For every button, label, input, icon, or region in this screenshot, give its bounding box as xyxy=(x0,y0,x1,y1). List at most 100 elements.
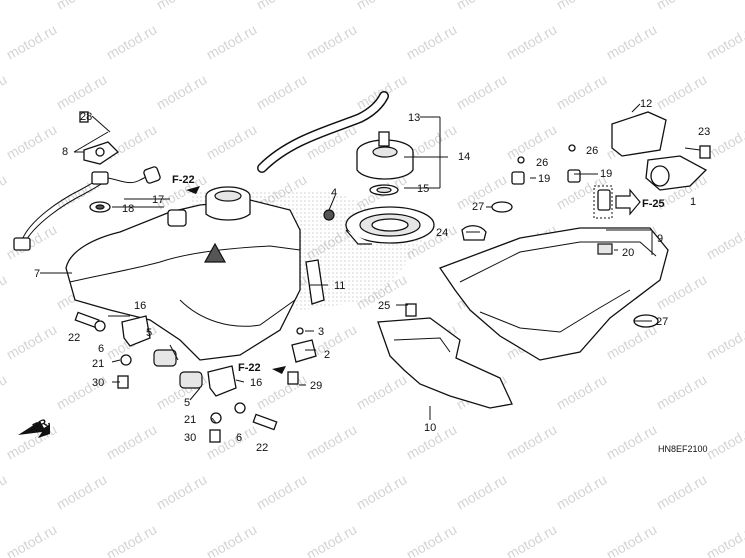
leader-lines xyxy=(40,103,701,424)
arrow-icon xyxy=(186,186,200,194)
callout-11: 11 xyxy=(334,280,345,292)
right-brackets xyxy=(597,111,711,211)
callout-5: 5 xyxy=(184,397,190,409)
callout-30: 30 xyxy=(92,377,104,389)
reference-box xyxy=(593,185,613,219)
watermark-text: motod.ru xyxy=(54,71,110,112)
callout-8: 8 xyxy=(62,146,68,158)
fuel-tank xyxy=(65,186,301,361)
direction-indicator: FR. xyxy=(18,416,52,438)
callout-24: 24 xyxy=(436,227,448,239)
callout-16: 16 xyxy=(134,300,146,312)
callout-28: 28 xyxy=(80,111,92,123)
watermark-text: motod.ru xyxy=(154,71,210,112)
watermark-text: motod.ru xyxy=(504,21,560,62)
watermark-text: motod.ru xyxy=(254,71,310,112)
watermark-text: motod.ru xyxy=(354,0,410,13)
callout-3: 3 xyxy=(318,326,324,338)
watermark-text: motod.ru xyxy=(554,371,610,412)
watermark-text: motod.ru xyxy=(404,21,460,62)
watermark-text: motod.ru xyxy=(454,471,510,512)
sender-harness xyxy=(13,111,161,251)
callout-29: 29 xyxy=(310,380,322,392)
watermark-text: motod.ru xyxy=(654,271,710,312)
watermark-text: motod.ru xyxy=(704,521,745,558)
watermark-text: motod.ru xyxy=(504,421,560,462)
filler-cap-assembly xyxy=(257,91,435,245)
callouts: 1 2 3 4 5 5 6 6 7 8 9 10 11 12 13 14 15 … xyxy=(34,98,710,454)
watermark-text: motod.ru xyxy=(0,371,9,412)
watermark-text: motod.ru xyxy=(104,421,160,462)
watermark-text: motod.ru xyxy=(304,421,360,462)
watermark-text: motod.ru xyxy=(0,171,9,212)
watermark-text: motod.ru xyxy=(354,371,410,412)
watermark-text: motod.ru xyxy=(454,71,510,112)
center-fittings xyxy=(287,259,325,385)
watermark-text: motod.ru xyxy=(354,471,410,512)
watermark-text: motod.ru xyxy=(4,21,60,62)
callout-20: 20 xyxy=(622,247,634,259)
watermark-text: motod.ru xyxy=(104,521,160,558)
callout-19: 19 xyxy=(600,168,612,180)
watermark-text: motod.ru xyxy=(404,521,460,558)
watermark-text: motod.ru xyxy=(504,121,560,162)
watermark-text: motod.ru xyxy=(304,521,360,558)
watermark-text: motod.ru xyxy=(204,21,260,62)
callout-21: 21 xyxy=(184,414,196,426)
watermark-text: motod.ru xyxy=(604,321,660,362)
callout-6: 6 xyxy=(236,432,242,444)
watermark-text: motod.ru xyxy=(704,321,745,362)
callout-27: 27 xyxy=(472,201,484,213)
diagram-code: HN8EF2100 xyxy=(658,444,708,454)
watermark-text: motod.ru xyxy=(4,521,60,558)
callout-22: 22 xyxy=(256,442,268,454)
callout-23: 23 xyxy=(698,126,710,138)
callout-10: 10 xyxy=(424,422,436,434)
under-tray xyxy=(438,144,669,361)
watermark-text: motod.ru xyxy=(254,471,310,512)
ref-label: F-22 xyxy=(172,174,195,186)
callout-7: 7 xyxy=(34,268,40,280)
callout-16: 16 xyxy=(250,377,262,389)
ref-label: F-25 xyxy=(642,198,665,210)
watermark-text: motod.ru xyxy=(204,121,260,162)
callout-27: 27 xyxy=(656,316,668,328)
callout-2: 2 xyxy=(324,349,330,361)
callout-26: 26 xyxy=(536,157,548,169)
watermark-text: motod.ru xyxy=(4,121,60,162)
watermark-text: motod.ru xyxy=(604,421,660,462)
watermark-text: motod.ru xyxy=(654,471,710,512)
watermark-text: motod.ru xyxy=(554,471,610,512)
watermark-text: motod.ru xyxy=(304,21,360,62)
watermark-text: motod.ru xyxy=(154,0,210,13)
watermark-text: motod.ru xyxy=(704,221,745,262)
ref-label: F-22 xyxy=(238,362,261,374)
callout-14: 14 xyxy=(458,151,470,163)
watermark-text: motod.ru xyxy=(454,0,510,13)
callout-26: 26 xyxy=(586,145,598,157)
watermark-text: motod.ru xyxy=(254,0,310,13)
watermark-text: motod.ru xyxy=(154,471,210,512)
callout-5: 5 xyxy=(146,327,152,339)
watermark-text: motod.ru xyxy=(704,421,745,462)
left-mount-hardware xyxy=(74,311,278,443)
watermark-text: motod.ru xyxy=(54,471,110,512)
callout-15: 15 xyxy=(417,183,429,195)
watermark-text: motod.ru xyxy=(0,71,9,112)
watermark-text: motod.ru xyxy=(704,21,745,62)
watermark-text: motod.ru xyxy=(554,71,610,112)
watermark-text: motod.ru xyxy=(4,321,60,362)
callout-22: 22 xyxy=(68,332,80,344)
watermark-text: motod.ru xyxy=(504,521,560,558)
arrow-icon xyxy=(615,188,641,216)
watermark-text: motod.ru xyxy=(654,371,710,412)
callout-30: 30 xyxy=(184,432,196,444)
watermark-text: motod.ru xyxy=(0,0,9,13)
callout-6: 6 xyxy=(98,343,104,355)
watermark-text: motod.ru xyxy=(0,271,9,312)
watermark-text: motod.ru xyxy=(654,71,710,112)
callout-13: 13 xyxy=(408,112,420,124)
watermark-text: motod.ru xyxy=(204,521,260,558)
watermark-text: motod.ru xyxy=(554,0,610,13)
